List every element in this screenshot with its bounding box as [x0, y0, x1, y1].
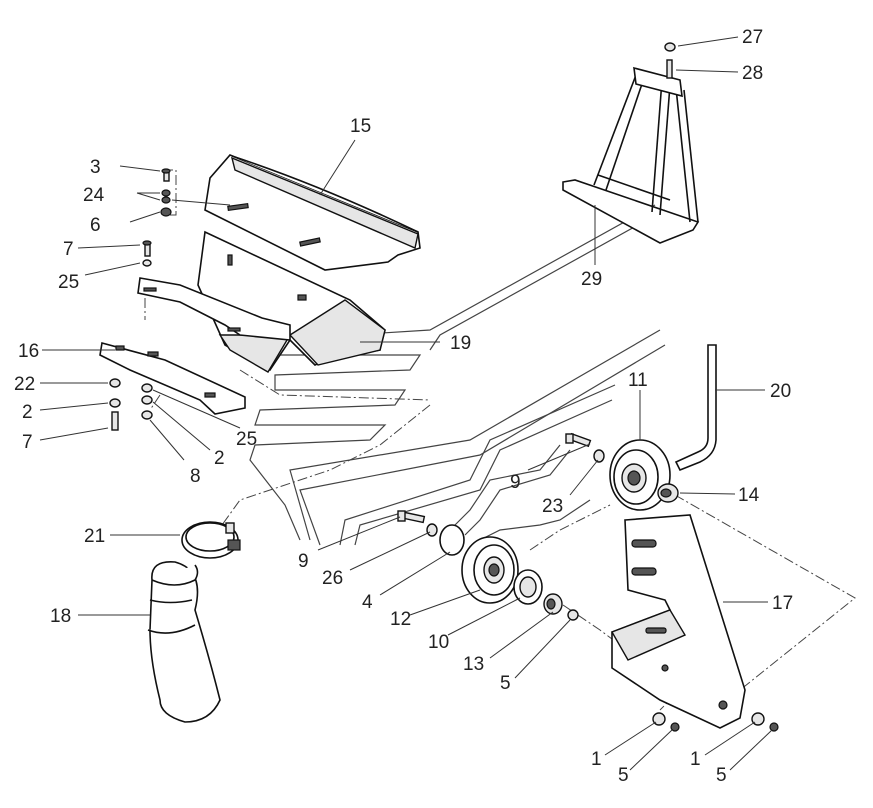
callout-10: 10	[428, 632, 449, 653]
part-27-nut	[664, 42, 676, 52]
part-29-stand	[562, 66, 700, 244]
part-21-clamp	[181, 521, 241, 559]
callout-20: 20	[770, 381, 791, 402]
callout-5-right: 5	[716, 765, 727, 786]
belt-routing-lines	[249, 204, 666, 546]
callout-25-top: 25	[58, 272, 79, 293]
callout-1-left: 1	[591, 749, 602, 770]
callout-21: 21	[84, 526, 105, 547]
bolt-9-upper	[565, 432, 605, 463]
part-15-top-guard	[204, 154, 421, 271]
callout-5-center: 5	[500, 673, 511, 694]
callout-12: 12	[390, 609, 411, 630]
part-11-pulley	[609, 439, 671, 511]
callout-9-upper: 9	[510, 472, 521, 493]
part-4-snap-ring	[439, 524, 465, 556]
bolt-9-lower	[397, 510, 438, 537]
callout-17: 17	[772, 593, 793, 614]
leader-lines	[39, 36, 773, 771]
callout-19: 19	[450, 333, 471, 354]
callout-16: 16	[18, 341, 39, 362]
fasteners-top-left	[142, 168, 172, 267]
callout-7-left: 7	[22, 432, 33, 453]
callout-1-right: 1	[690, 749, 701, 770]
part-20-key	[674, 344, 717, 472]
callout-26: 26	[322, 568, 343, 589]
part-18-hose	[147, 561, 221, 723]
callout-4: 4	[362, 592, 373, 613]
part-16-plate	[99, 341, 246, 415]
callout-labels: 27 28 15 3 24 6 7 25 29 16 19 22 2 25 7 …	[14, 27, 793, 786]
callout-3: 3	[90, 157, 101, 178]
callout-15: 15	[350, 116, 371, 137]
callout-25-mid: 25	[236, 429, 257, 450]
callout-2-mid: 2	[214, 448, 225, 469]
callout-2-left: 2	[22, 402, 33, 423]
callout-13: 13	[463, 654, 484, 675]
callout-22: 22	[14, 374, 35, 395]
callout-6: 6	[90, 215, 101, 236]
callout-9-lower: 9	[298, 551, 309, 572]
callout-27: 27	[742, 27, 763, 48]
callout-18: 18	[50, 606, 71, 627]
part-5-nut-center	[567, 609, 579, 621]
fasteners-left	[109, 378, 153, 431]
part-12-pulley	[461, 536, 519, 604]
part-25-bracket	[137, 277, 291, 341]
part-13-spacer	[543, 593, 563, 615]
callout-7-top: 7	[63, 239, 74, 260]
callout-11: 11	[628, 370, 648, 391]
callout-5-left: 5	[618, 765, 629, 786]
callout-29: 29	[581, 269, 602, 290]
part-28-stud	[666, 59, 673, 79]
callout-24: 24	[83, 185, 105, 206]
part-10-bearing	[513, 569, 543, 605]
callout-8: 8	[190, 466, 201, 487]
part-14-bushing	[657, 483, 679, 503]
part-17-bracket	[610, 514, 746, 729]
callout-23: 23	[542, 496, 563, 517]
callout-28: 28	[742, 63, 763, 84]
callout-14: 14	[738, 485, 760, 506]
